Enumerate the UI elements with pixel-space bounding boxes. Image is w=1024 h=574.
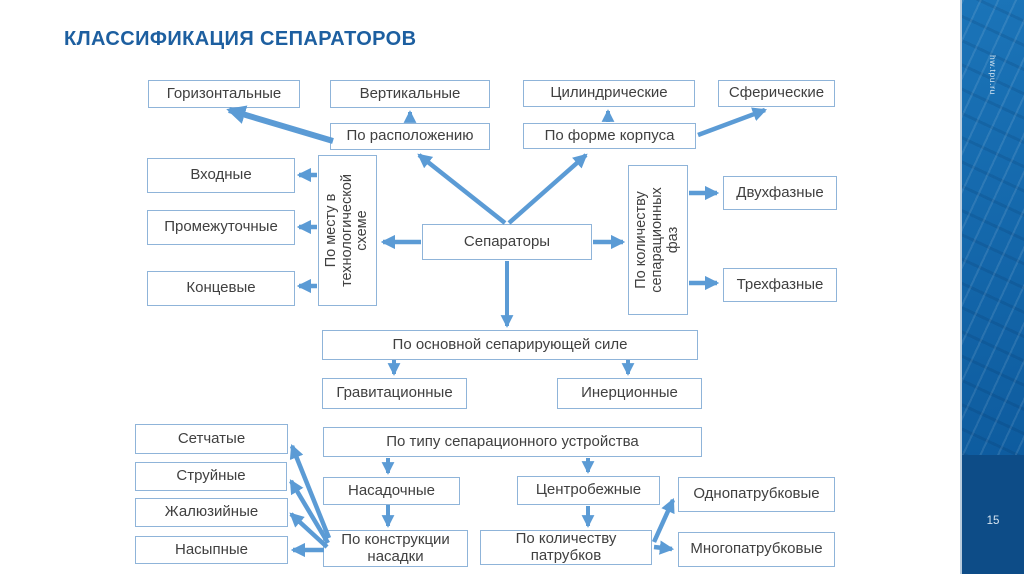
node-inlet: Входные (147, 158, 295, 193)
node-by-nozzle-design: По конструкции насадки (323, 530, 468, 567)
node-end: Концевые (147, 271, 295, 306)
node-horizontal: Горизонтальные (148, 80, 300, 108)
node-cylindrical: Цилиндрические (523, 80, 695, 107)
node-by-pipe-count: По количеству патрубков (480, 530, 652, 565)
arrow-by-pipe-count-to-single-pipe (651, 498, 676, 543)
arrow-by-pipe-count-to-multi-pipe (653, 540, 675, 555)
node-inertial: Инерционные (557, 378, 702, 409)
sidebar-footer: 15 (962, 455, 1024, 574)
page-title: КЛАССИФИКАЦИЯ СЕПАРАТОРОВ (64, 28, 417, 50)
arrow-root-to-by-location (417, 153, 507, 225)
node-two-phase: Двухфазные (723, 176, 837, 210)
node-separators-root: Сепараторы (422, 224, 592, 260)
sidebar: hw.tpu.ru 15 (960, 0, 1024, 574)
page-number: 15 (986, 515, 1000, 527)
node-by-main-force: По основной сепарирующей силе (322, 330, 698, 360)
node-mesh: Сетчатые (135, 424, 288, 454)
node-gravitational: Гравитационные (322, 378, 467, 409)
arrow-by-location-to-horizontal (226, 105, 334, 144)
node-multi-pipe: Многопатрубковые (678, 532, 835, 567)
arrow-by-shape-to-spherical (697, 107, 768, 138)
node-three-phase: Трехфазные (723, 268, 837, 302)
node-single-pipe: Однопатрубковые (678, 477, 835, 512)
node-jet: Струйные (135, 462, 287, 491)
node-packed: Насыпные (135, 536, 288, 564)
node-by-phase-count: По количеству сепарационных фаз (628, 165, 688, 315)
node-vertical: Вертикальные (330, 80, 490, 108)
watermark-url: hw.tpu.ru (988, 55, 998, 95)
node-louver: Жалюзийные (135, 498, 288, 527)
node-by-place: По месту в технологической схеме (318, 155, 377, 306)
node-by-place-label: По месту в технологической схеме (322, 174, 371, 287)
node-by-body-shape: По форме корпуса (523, 123, 696, 149)
node-centrifugal: Центробежные (517, 476, 660, 505)
node-nozzle: Насадочные (323, 477, 460, 505)
node-by-location: По расположению (330, 123, 490, 150)
arrow-root-to-by-body-shape (507, 153, 588, 225)
node-intermediate: Промежуточные (147, 210, 295, 245)
sidebar-photo-strip: hw.tpu.ru (962, 0, 1024, 455)
node-by-phase-count-label: По количеству сепарационных фаз (633, 187, 681, 293)
arrow-by-nozzle-design-to-louver (289, 512, 329, 549)
node-by-device-type: По типу сепарационного устройства (323, 427, 702, 457)
node-spherical: Сферические (718, 80, 835, 107)
